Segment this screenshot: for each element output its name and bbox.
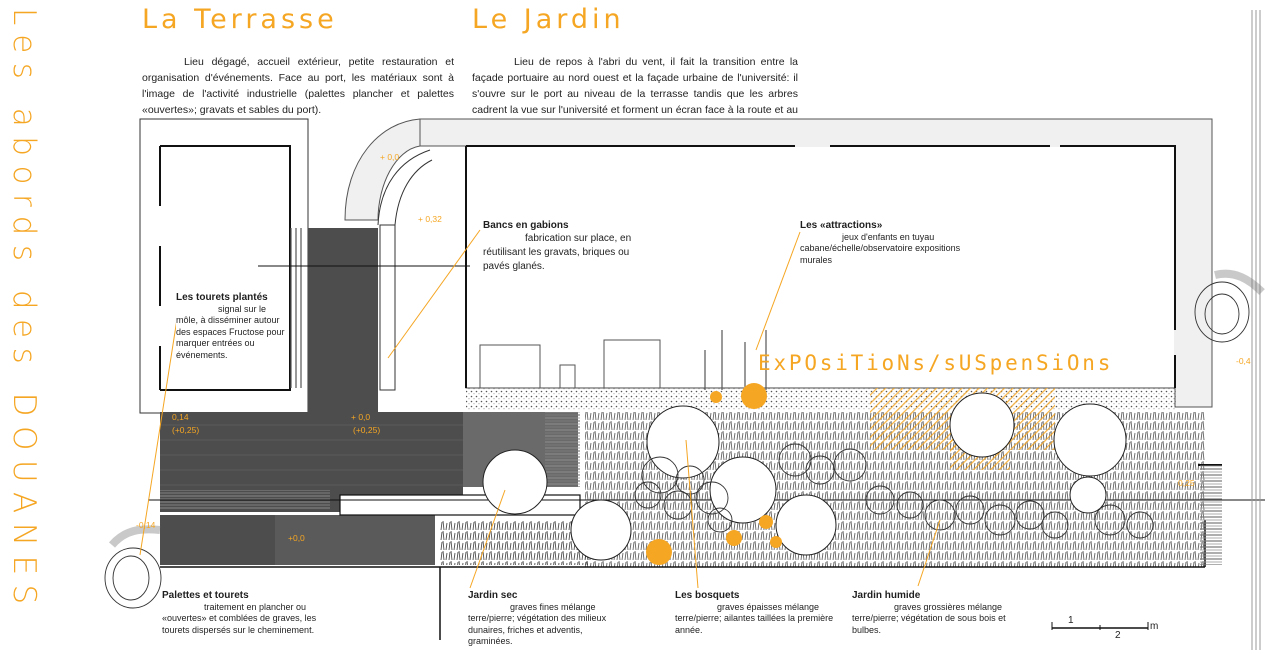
label-title: Palettes et tourets — [162, 590, 249, 601]
label-desc: fabrication sur place, en réutilisant le… — [483, 232, 632, 272]
label-title: Les bosquets — [675, 590, 740, 601]
label-palettes: Palettes et tourets traitement en planch… — [162, 590, 320, 636]
elevation-label: 0,25 — [1178, 478, 1195, 488]
label-title: Les «attractions» — [800, 220, 883, 231]
scale-unit: m — [1150, 621, 1159, 632]
elevation-label: 0,14 — [172, 412, 189, 422]
label-attractions: Les «attractions» jeux d'enfants en tuya… — [800, 220, 965, 266]
scale-two: 2 — [1115, 630, 1121, 641]
label-bancs: Bancs en gabions fabrication sur place, … — [483, 220, 643, 274]
elevation-label: + 0,32 — [418, 214, 442, 224]
vertical-title: Les abords des DOUANES — [6, 8, 42, 614]
label-desc: graves grossières mélange terre/pierre; … — [852, 601, 1006, 635]
label-title: Bancs en gabions — [483, 220, 569, 231]
elevation-label: (+0,25) — [353, 425, 381, 435]
elevation-label: -0,4 — [1236, 356, 1251, 366]
label-title: Jardin humide — [852, 590, 921, 601]
label-desc: graves épaisses mélange terre/pierre; ai… — [675, 601, 834, 635]
terrasse-title: La Terrasse — [142, 4, 338, 35]
jardin-title: Le Jardin — [472, 4, 625, 35]
label-desc: traitement en plancher ou «ouvertes» et … — [162, 601, 317, 635]
elevation-label: + 0,0 — [380, 152, 400, 162]
elevation-label: +0,0 — [288, 533, 305, 543]
label-title: Jardin sec — [468, 590, 518, 601]
label-jardin-humide: Jardin humide graves grossières mélange … — [852, 590, 1012, 636]
label-jardin-sec: Jardin sec graves fines mélange terre/pi… — [468, 590, 628, 648]
scale-one: 1 — [1068, 615, 1074, 626]
label-desc: graves fines mélange terre/pierre; végét… — [468, 601, 607, 647]
label-desc: jeux d'enfants en tuyau cabane/échelle/o… — [800, 231, 961, 265]
label-bosquets: Les bosquets graves épaisses mélange ter… — [675, 590, 835, 636]
elevation-label: (+0,25) — [172, 425, 200, 435]
label-tourets: Les tourets plantés signal sur le môle, … — [176, 292, 288, 361]
elevation-label: + 0,0 — [351, 412, 371, 422]
terrasse-intro: Lieu dégagé, accueil extérieur, petite r… — [142, 56, 454, 116]
label-title: Les tourets plantés — [176, 292, 268, 303]
elevation-label: -0,14 — [136, 520, 156, 530]
label-desc: signal sur le môle, à disséminer autour … — [176, 303, 285, 360]
expositions-text: ExPOsiTioNs/sUSpenSiOns — [758, 351, 1114, 375]
